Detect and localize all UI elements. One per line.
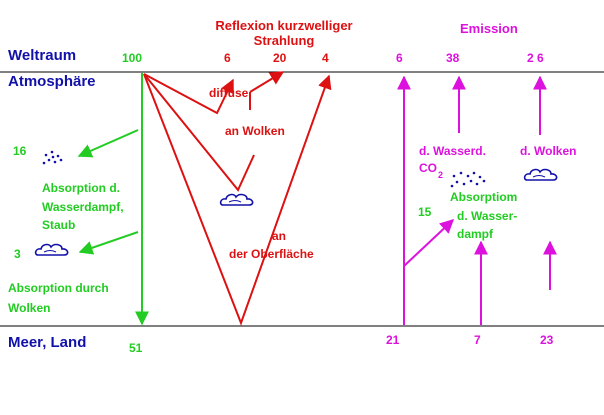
reflection-clouds-label: an Wolken (225, 124, 285, 138)
emission-absorb-line2: d. Wasser- (457, 209, 517, 223)
dust-icon (42, 150, 63, 165)
absorption-clouds-arrow (78, 231, 139, 255)
reflection-diffuse-value: 6 (224, 51, 231, 65)
absorption-clouds-line2: Wolken (8, 301, 50, 315)
emission-vapor-label-line2: CO (419, 161, 437, 175)
absorption-vapor-line1: Absorption d. (42, 181, 120, 195)
emission-absorb-line3: dampf (457, 227, 494, 241)
emission-title: Emission (460, 21, 518, 36)
zone-space-label: Weltraum (8, 47, 76, 64)
reflection-clouds-value: 20 (273, 51, 287, 65)
emission-vapor-label-line1: d. Wasserd. (419, 144, 486, 158)
emission-absorb-line1: Absorptiom (450, 190, 517, 204)
absorption-vapor-line3: Staub (42, 218, 75, 232)
absorption-clouds-line1: Absorption durch (8, 281, 109, 295)
reflection-surface-arrow (143, 73, 332, 326)
emission-absorb-value: 15 (418, 205, 432, 219)
reflection-clouds-arrow (143, 73, 255, 192)
absorption-vapor-value: 16 (13, 144, 27, 158)
incoming-bottom-value: 51 (129, 341, 143, 355)
emission-absorb-arrow (403, 219, 455, 267)
zone-surface-label: Meer, Land (8, 334, 86, 351)
emission-surface-bottom-value: 21 (386, 333, 400, 347)
reflection-title-line2: Strahlung (254, 33, 315, 48)
reflection-surface-line2: der Oberfläche (229, 247, 314, 261)
absorption-clouds-value: 3 (14, 247, 21, 261)
emission-vapor-label-sub: 2 (438, 170, 443, 180)
absorption-vapor-arrow (77, 129, 139, 158)
emission-clouds-label: d. Wolken (520, 144, 576, 158)
reflection-clouds-arrow-upper (249, 71, 285, 93)
cloud-icon (34, 243, 69, 256)
emission-clouds-bottom-value: 23 (540, 333, 554, 347)
emission-clouds-top-value: 2 6 (527, 51, 544, 65)
reflection-diffuse-arrow (143, 73, 234, 115)
absorption-vapor-line2: Wasserdampf, (42, 200, 124, 214)
reflection-diffuse-label: diffuse (209, 86, 249, 100)
cloud-icon (523, 168, 558, 181)
reflection-title-line1: Reflexion kurzwelliger (215, 18, 352, 33)
incoming-top-value: 100 (122, 51, 142, 65)
emission-vapor-bottom-value: 7 (474, 333, 481, 347)
reflection-surface-value: 4 (322, 51, 329, 65)
cloud-icon (219, 193, 254, 206)
emission-vapor-top-value: 38 (446, 51, 460, 65)
zone-atmosphere-label: Atmosphäre (8, 73, 96, 90)
emission-surface-top-value: 6 (396, 51, 403, 65)
reflection-surface-line1: an (272, 229, 286, 243)
dust-icon (450, 171, 486, 188)
